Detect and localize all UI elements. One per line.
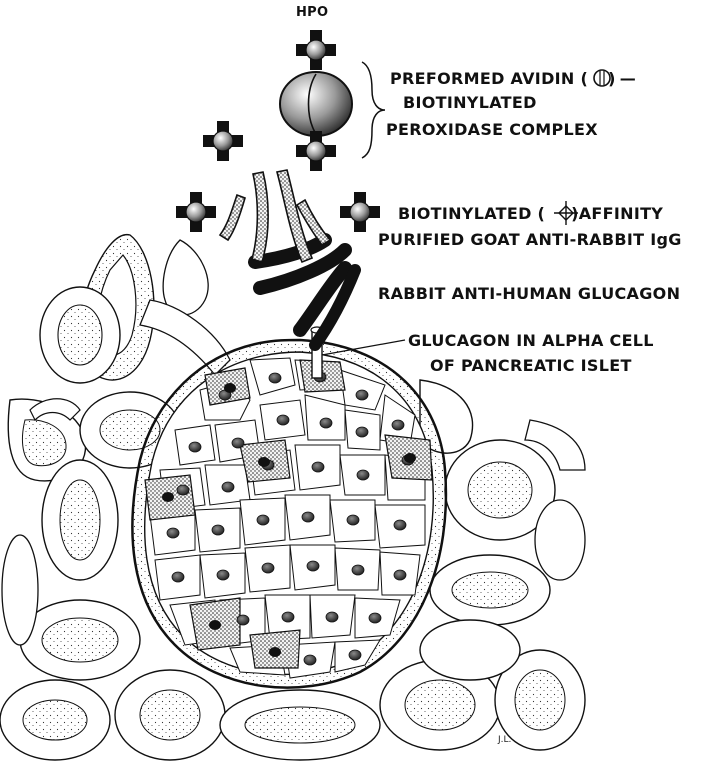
hpo-label: HPO — [296, 5, 328, 20]
acinus-bottom-left — [0, 680, 110, 760]
affinity-label: BIOTINYLATED ()AFFINITY PURIFIED GOAT AN… — [378, 201, 682, 249]
complex-label: PREFORMED AVIDIN ()— BIOTINYLATED PEROXI… — [386, 69, 636, 139]
artist-signature: J.L. — [497, 735, 511, 745]
target-label-line2: OF PANCREATIC ISLET — [430, 356, 632, 375]
hpo-molecule — [340, 192, 380, 232]
acinus-right-mid — [430, 555, 550, 625]
hpo-molecule — [296, 30, 336, 70]
affinity-label-line2: PURIFIED GOAT ANTI-RABBIT IgG — [378, 230, 682, 249]
acinus-oval-left — [40, 287, 120, 383]
acinus-left-bottom — [20, 600, 140, 680]
complex-brace — [362, 62, 385, 158]
target-label: GLUCAGON IN ALPHA CELL OF PANCREATIC ISL… — [408, 331, 654, 375]
target-label-line1: GLUCAGON IN ALPHA CELL — [408, 331, 654, 350]
acinus-left-edge — [2, 535, 38, 645]
hpo-molecule — [296, 131, 336, 171]
complex-label-line2: BIOTINYLATED — [403, 93, 537, 112]
avidin-sphere — [280, 72, 352, 136]
affinity-label-line1: BIOTINYLATED ()AFFINITY — [398, 204, 663, 223]
hpo-molecule — [176, 192, 216, 232]
pancreatic-islet — [132, 340, 446, 688]
hpo-molecule — [203, 121, 243, 161]
acinus-left-lower — [42, 460, 118, 580]
primary-antibody-label: RABBIT ANTI-HUMAN GLUCAGON — [378, 284, 680, 303]
acinus-right-lower — [420, 620, 520, 680]
acinus-bottom-mid-left — [115, 670, 225, 760]
complex-label-line3: PEROXIDASE COMPLEX — [386, 120, 598, 139]
acinus-left-tubule — [140, 240, 230, 375]
acinus-bottom-mid — [220, 690, 380, 760]
